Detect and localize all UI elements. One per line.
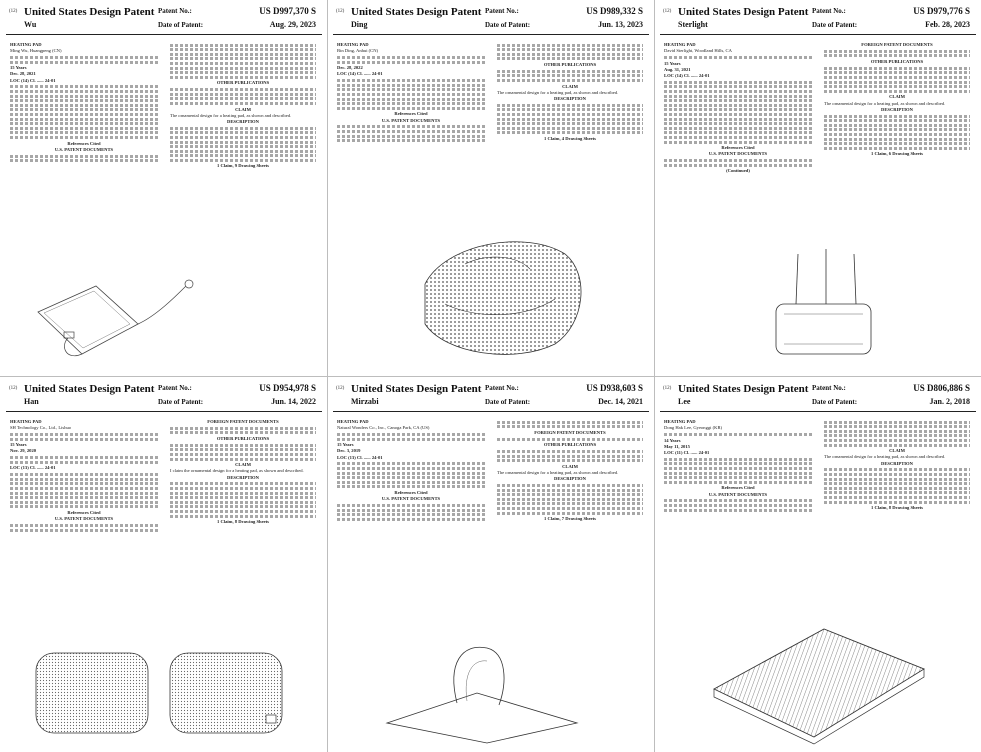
inventor-name: Wu xyxy=(24,20,37,29)
patent-number: US D938,603 S xyxy=(586,383,643,393)
date-label: Date of Patent: xyxy=(812,398,858,406)
left-column: HEATING PAD SH Technology Co., Ltd., Lis… xyxy=(10,419,158,533)
patent-no-label: Patent No.: xyxy=(158,7,192,15)
patent-header: (12) United States Design Patent Mirzabi… xyxy=(333,381,649,412)
patent-no-label: Patent No.: xyxy=(485,384,519,392)
heating-pad-drawing xyxy=(775,249,872,355)
patent-page-1: (12) United States Design Patent Wu Pate… xyxy=(6,4,322,372)
patent-page-4: (12) United States Design Patent Han Pat… xyxy=(6,381,322,749)
left-column: HEATING PAD Bin Ding, Anhui (CN) Dec. 28… xyxy=(337,42,485,144)
patent-page-6: (12) United States Design Patent Lee Pat… xyxy=(660,381,976,749)
patent-date: Jan. 2, 2018 xyxy=(929,397,970,406)
right-column: CLAIM The ornamental design for a heatin… xyxy=(824,419,970,511)
heating-pad-drawing xyxy=(424,241,582,355)
patent-date: Jun. 14, 2022 xyxy=(271,397,316,406)
patent-no-label: Patent No.: xyxy=(485,7,519,15)
right-column: FOREIGN PATENT DOCUMENTS OTHER PUBLICATI… xyxy=(497,419,643,522)
patent-page-3: (12) United States Design Patent Sterlig… xyxy=(660,4,976,372)
patent-no-label: Patent No.: xyxy=(812,384,846,392)
patent-page-2: (12) United States Design Patent Ding Pa… xyxy=(333,4,649,372)
patent-title: United States Design Patent xyxy=(24,383,155,395)
left-column: HEATING PAD David Sterlight, Woodland Hi… xyxy=(664,42,812,175)
patent-header: (12) United States Design Patent Lee Pat… xyxy=(660,381,976,412)
heating-pad-drawing xyxy=(713,628,925,745)
heating-pad-drawing xyxy=(385,646,579,744)
patent-header: (12) United States Design Patent Han Pat… xyxy=(6,381,322,412)
date-label: Date of Patent: xyxy=(158,398,204,406)
right-column: OTHER PUBLICATIONS CLAIM The ornamental … xyxy=(170,42,316,170)
patent-number: US D979,776 S xyxy=(913,6,970,16)
right-column: FOREIGN PATENT DOCUMENTS OTHER PUBLICATI… xyxy=(824,42,970,158)
patent-date: Aug. 29, 2023 xyxy=(269,20,316,29)
patent-date: Feb. 28, 2023 xyxy=(925,20,970,29)
left-column: HEATING PAD Ming Wu, Huangpeng (CN) 15 Y… xyxy=(10,42,158,164)
patent-title: United States Design Patent xyxy=(351,6,482,18)
patent-header: (12) United States Design Patent Ding Pa… xyxy=(333,4,649,35)
patent-number: US D989,332 S xyxy=(586,6,643,16)
right-column: FOREIGN PATENT DOCUMENTS OTHER PUBLICATI… xyxy=(170,419,316,525)
patent-header: (12) United States Design Patent Wu Pate… xyxy=(6,4,322,35)
inventor-name: Mirzabi xyxy=(351,397,379,406)
patent-no-label: Patent No.: xyxy=(812,7,846,15)
patent-title: United States Design Patent xyxy=(678,383,809,395)
heating-pad-drawing xyxy=(35,652,283,734)
left-column: HEATING PAD Dong Hak Lee, Gyeonggi (KR) … xyxy=(664,419,812,513)
patent-header: (12) United States Design Patent Sterlig… xyxy=(660,4,976,35)
inventor-name: Han xyxy=(24,397,39,406)
patent-title: United States Design Patent xyxy=(678,6,809,18)
patent-date: Jun. 13, 2023 xyxy=(598,20,643,29)
right-column: OTHER PUBLICATIONS CLAIM The ornamental … xyxy=(497,42,643,142)
patent-no-label: Patent No.: xyxy=(158,384,192,392)
inventor-name: Sterlight xyxy=(678,20,708,29)
heating-pad-drawing xyxy=(37,279,194,357)
inventor-name: Ding xyxy=(351,20,368,29)
left-column: HEATING PAD Natural Wonders Co., Inc., C… xyxy=(337,419,485,522)
inventor-name: Lee xyxy=(678,397,691,406)
patent-number: US D954,978 S xyxy=(259,383,316,393)
patent-number: US D997,370 S xyxy=(259,6,316,16)
date-label: Date of Patent: xyxy=(158,21,204,29)
patent-page-5: (12) United States Design Patent Mirzabi… xyxy=(333,381,649,749)
date-label: Date of Patent: xyxy=(812,21,858,29)
date-label: Date of Patent: xyxy=(485,21,531,29)
patent-date: Dec. 14, 2021 xyxy=(598,397,643,406)
grid-divider xyxy=(0,376,981,377)
date-label: Date of Patent: xyxy=(485,398,531,406)
patent-title: United States Design Patent xyxy=(24,6,155,18)
patent-title: United States Design Patent xyxy=(351,383,482,395)
patent-number: US D806,886 S xyxy=(913,383,970,393)
